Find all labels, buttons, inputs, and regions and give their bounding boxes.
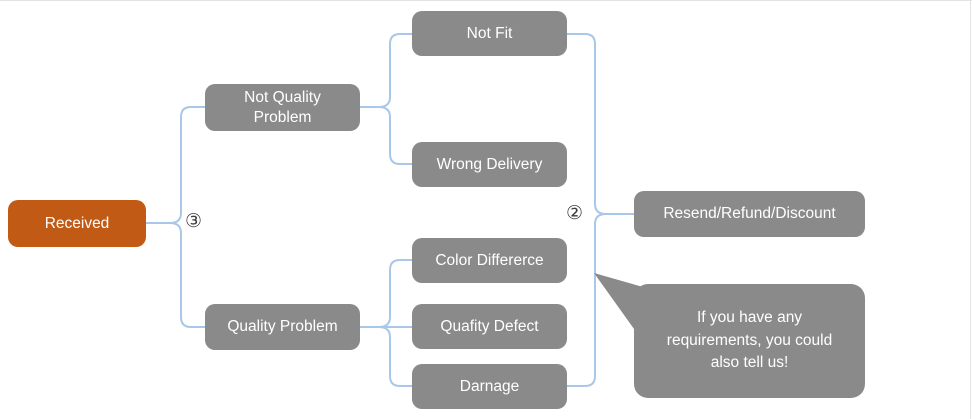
node-color-difference-label: Color Differerce bbox=[435, 251, 544, 269]
slide-edge-line bbox=[970, 1, 971, 419]
step-marker-two: ② bbox=[566, 202, 584, 224]
node-color-difference: Color Differerce bbox=[412, 238, 567, 283]
node-quality-problem: Quality Problem bbox=[205, 304, 360, 350]
node-received-label: Received bbox=[44, 214, 110, 232]
step-marker-three: ③ bbox=[185, 210, 203, 232]
node-wrong-delivery-label: Wrong Delivery bbox=[436, 155, 543, 173]
node-not-quality-problem: Not Quality Problem bbox=[205, 84, 360, 131]
node-resolution-label: Resend/Refund/Discount bbox=[663, 205, 836, 223]
connector-quality-brace bbox=[378, 259, 413, 387]
node-received: Received bbox=[8, 200, 146, 247]
node-damage: Darnage bbox=[412, 364, 567, 409]
node-quality-defect: Quafity Defect bbox=[412, 304, 567, 349]
node-not-fit: Not Fit bbox=[412, 11, 567, 56]
node-quality-defect-label: Quafity Defect bbox=[440, 317, 539, 335]
node-not-fit-label: Not Fit bbox=[466, 24, 513, 42]
node-damage-label: Darnage bbox=[459, 377, 520, 395]
callout-bubble: If you have any requirements, you could … bbox=[634, 284, 865, 398]
node-quality-problem-label: Quality Problem bbox=[227, 318, 338, 336]
connector-left-brace bbox=[169, 106, 206, 328]
connector-not-quality-brace bbox=[378, 33, 413, 165]
node-not-quality-problem-line1: Not Quality bbox=[244, 89, 321, 107]
node-wrong-delivery: Wrong Delivery bbox=[412, 142, 567, 187]
callout-line1: If you have any bbox=[696, 309, 803, 327]
callout-line3: also tell us! bbox=[710, 354, 789, 372]
callout-line2: requirements, you could bbox=[666, 331, 833, 349]
node-not-quality-problem-line2: Problem bbox=[253, 108, 312, 126]
node-resolution: Resend/Refund/Discount bbox=[634, 191, 865, 237]
